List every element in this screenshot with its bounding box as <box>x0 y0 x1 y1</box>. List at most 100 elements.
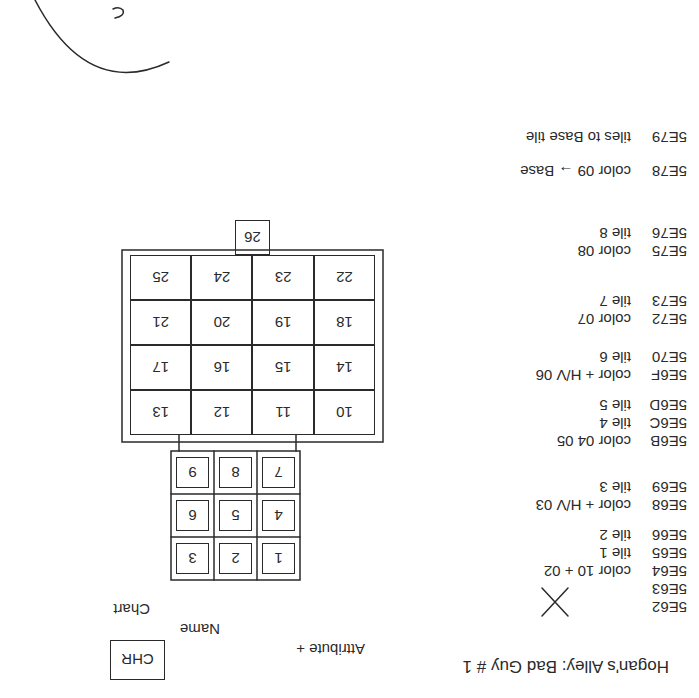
grid-line <box>213 451 215 580</box>
tile-number: 15 <box>275 359 292 376</box>
tile-cell: 19 <box>253 300 314 345</box>
tile-cell: 11 <box>253 390 314 435</box>
sheet-title: Hogan's Alley: Bad Guy # 1 <box>463 656 669 676</box>
tile-number: 1 <box>274 550 282 567</box>
tile-number: 26 <box>244 229 261 246</box>
tile-cell: 14 <box>314 345 375 390</box>
entry-note: tile 3 <box>599 479 631 496</box>
tile-number: 21 <box>152 314 169 331</box>
entry-note: color 08 <box>578 243 631 260</box>
tile-number: 14 <box>336 359 353 376</box>
tile-number: 9 <box>188 464 196 481</box>
tile-number: 4 <box>274 507 282 524</box>
note-text: Chart <box>113 601 150 618</box>
tile-cell: 3 <box>176 543 209 574</box>
tile-cell: 21 <box>130 300 191 345</box>
entry-note: color 10 + 02 <box>544 563 631 580</box>
entry-note: tile 1 <box>599 545 631 562</box>
memory-address: 5E62 <box>652 599 687 616</box>
tile-number: 17 <box>152 359 169 376</box>
memory-address: 5E68 <box>652 497 687 514</box>
tile-cell: 18 <box>314 300 375 345</box>
memory-address: 5E6C <box>649 415 687 432</box>
memory-address: 5E75 <box>652 243 687 260</box>
tile-number: 19 <box>275 314 292 331</box>
memory-address: 5E65 <box>652 545 687 562</box>
tile-cell: 5 <box>219 500 252 531</box>
tile-cell: 2 <box>219 543 252 574</box>
tile-number: 20 <box>214 314 231 331</box>
note-text: Name <box>180 621 220 638</box>
tile-cell: 4 <box>262 500 295 531</box>
tile-number: 16 <box>214 359 231 376</box>
grid-line <box>178 435 180 451</box>
memory-address: 5E79 <box>652 129 687 146</box>
memory-address: 5E63 <box>652 581 687 598</box>
note-text: Attribute + <box>296 641 365 658</box>
memory-address: 5E72 <box>652 311 687 328</box>
tile-cell: 13 <box>130 390 191 435</box>
entry-note: color 04 05 <box>557 433 631 450</box>
tile-number: 8 <box>231 464 239 481</box>
entry-note: tile 8 <box>599 225 631 242</box>
entry-note: tiles to Base tile <box>526 129 631 146</box>
tile-number: 10 <box>336 404 353 421</box>
entry-note: color + H/V 03 <box>536 497 631 514</box>
memory-address: 5E6D <box>649 397 687 414</box>
chart-type: CHR <box>121 652 154 669</box>
curve <box>35 0 169 72</box>
tile-number: 24 <box>214 269 231 286</box>
tile-number: 25 <box>152 269 169 286</box>
tile-cell: 25 <box>130 255 191 300</box>
memory-address: 5E64 <box>652 563 687 580</box>
tile-cell: 15 <box>253 345 314 390</box>
tile-number: 2 <box>231 550 239 567</box>
tile-number: 12 <box>214 404 231 421</box>
entry-note: tile 4 <box>599 415 631 432</box>
grid-line <box>171 536 300 538</box>
boxed-word: CHR <box>110 640 165 680</box>
tile-cell: 10 <box>314 390 375 435</box>
small-grid <box>171 451 300 580</box>
memory-address: 5E66 <box>652 527 687 544</box>
tile-number: 7 <box>274 464 282 481</box>
big-grid-outline <box>122 250 383 442</box>
tile-cell: 9 <box>176 457 209 488</box>
tile-number: 11 <box>275 404 291 421</box>
memory-address: 5E69 <box>652 479 687 496</box>
entry-note: color + H/V 06 <box>536 367 631 384</box>
memory-address: 5E6F <box>651 367 687 384</box>
memory-address: 5E6B <box>650 433 687 450</box>
tile-number: 13 <box>152 404 169 421</box>
tile-cell: 26 <box>235 220 270 255</box>
grid-line <box>256 451 258 580</box>
grid-line <box>171 493 300 495</box>
tile-cell: 1 <box>262 543 295 574</box>
tile-cell: 23 <box>253 255 314 300</box>
tile-number: 3 <box>188 550 196 567</box>
tile-cell: 8 <box>219 457 252 488</box>
entry-note: tile 7 <box>599 293 631 310</box>
tile-cell: 20 <box>191 300 252 345</box>
tile-number: 5 <box>231 507 239 524</box>
memory-address: 5E78 <box>652 163 687 180</box>
entry-note: color 07 <box>578 311 631 328</box>
entry-note: color 09 → Base <box>520 163 631 180</box>
memory-address: 5E73 <box>652 293 687 310</box>
tile-cell: 24 <box>191 255 252 300</box>
grid-line <box>295 435 297 451</box>
tile-cell: 6 <box>176 500 209 531</box>
tile-number: 18 <box>336 314 353 331</box>
tile-number: 23 <box>275 269 292 286</box>
tile-cell: 22 <box>314 255 375 300</box>
memory-address: 5E76 <box>652 225 687 242</box>
entry-note: tile 5 <box>599 397 631 414</box>
tile-cell: 16 <box>191 345 252 390</box>
tile-cell: 7 <box>262 457 295 488</box>
cross-mark <box>542 588 568 616</box>
entry-note: tile 2 <box>599 527 631 544</box>
tile-cell: 17 <box>130 345 191 390</box>
tile-number: 6 <box>188 507 196 524</box>
